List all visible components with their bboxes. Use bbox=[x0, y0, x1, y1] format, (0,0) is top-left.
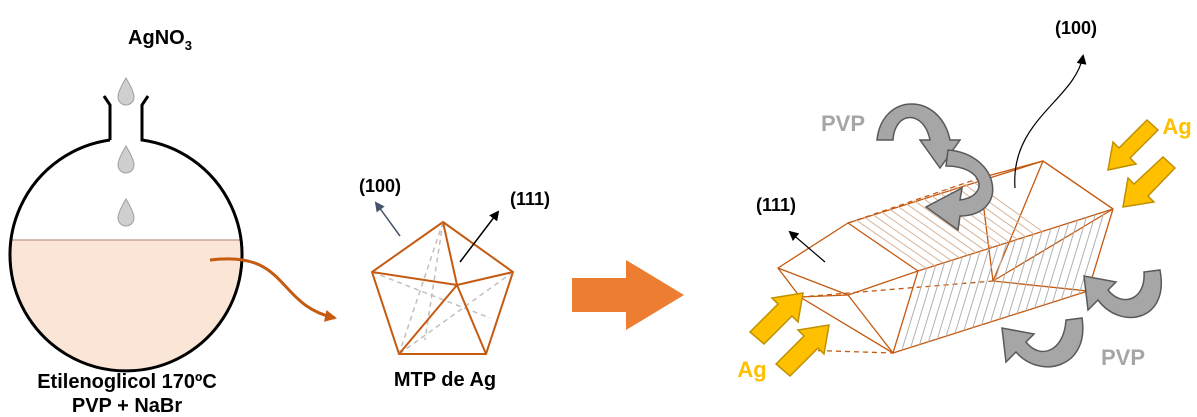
facet-line bbox=[1043, 222, 1070, 306]
wire-face-100-label: (100) bbox=[1055, 18, 1097, 38]
curved-block-arrow-icon bbox=[876, 103, 962, 170]
facet-line bbox=[913, 200, 985, 251]
pentagon-outline bbox=[370, 220, 515, 355]
facet-line bbox=[880, 211, 952, 261]
facet-line bbox=[963, 183, 1035, 235]
block-arrow-icon bbox=[774, 324, 830, 378]
facet-line bbox=[1025, 228, 1052, 311]
seed-caption: MTP de Ag bbox=[394, 369, 496, 391]
facet-line bbox=[945, 253, 972, 337]
block-arrow-icon bbox=[748, 292, 804, 346]
facet-line bbox=[1060, 217, 1087, 300]
curved-block-arrow-icon bbox=[924, 149, 994, 232]
face-100-pointer bbox=[374, 201, 401, 237]
reagent-label: AgNO3 bbox=[128, 27, 192, 53]
wire-face-111-label: (111) bbox=[756, 195, 796, 215]
facet-line bbox=[998, 237, 1025, 320]
wire-face-100-pointer bbox=[1014, 54, 1087, 189]
pvp-label-bottom: PVP bbox=[1101, 345, 1145, 370]
facet-line bbox=[1069, 214, 1096, 297]
seed-face-111-label: (111) bbox=[510, 189, 550, 209]
facet-line bbox=[927, 259, 954, 342]
additives-label: PVP + NaBr bbox=[72, 395, 182, 417]
facet-line bbox=[954, 251, 981, 334]
droplet-icon bbox=[117, 198, 135, 227]
facet-line bbox=[872, 214, 944, 264]
seed-face-100-label: (100) bbox=[359, 176, 401, 196]
facet-line bbox=[910, 265, 937, 348]
facet-line bbox=[901, 268, 928, 351]
wire-face-111-pointer bbox=[788, 230, 826, 263]
droplet-icon bbox=[117, 77, 135, 106]
facet-line bbox=[972, 245, 999, 328]
facet-line bbox=[963, 248, 990, 331]
facet-line bbox=[1078, 211, 1105, 294]
facet-line bbox=[954, 186, 1027, 238]
nanowire: (111) (100) bbox=[756, 18, 1114, 354]
facet-line bbox=[981, 242, 1008, 325]
ag-label-right: Ag bbox=[1162, 114, 1191, 139]
facet-line bbox=[897, 205, 969, 256]
facet-line bbox=[1034, 225, 1061, 309]
curved-arrow-icon bbox=[209, 257, 337, 322]
droplet-icon bbox=[117, 145, 135, 174]
flask: AgNO3 bbox=[8, 27, 244, 373]
visible-edges bbox=[371, 221, 514, 355]
right-arrow-icon bbox=[572, 260, 684, 330]
mtp-seed: (100) (111) MTP de Ag bbox=[359, 176, 550, 391]
facet-line bbox=[936, 256, 963, 340]
nanowire-facets bbox=[855, 180, 1105, 351]
facet-line bbox=[855, 219, 927, 269]
facet-line bbox=[1052, 220, 1079, 303]
flask-liquid bbox=[10, 240, 242, 371]
facet-line bbox=[1007, 234, 1034, 317]
curved-block-arrow-icon bbox=[1001, 317, 1084, 368]
curved-block-arrow-icon bbox=[1083, 269, 1163, 319]
facet-line bbox=[905, 202, 977, 253]
facet-line bbox=[990, 239, 1016, 323]
facet-line bbox=[1016, 231, 1043, 314]
facet-line bbox=[888, 208, 960, 259]
facet-line bbox=[864, 216, 935, 267]
block-arrow-icon bbox=[1122, 155, 1177, 208]
block-arrow-icon bbox=[1107, 118, 1160, 171]
pvp-label-top: PVP bbox=[821, 111, 865, 136]
solvent-label: Etilenoglicol 170ºC bbox=[37, 371, 217, 393]
ag-label-left: Ag bbox=[737, 357, 766, 382]
flask-outline bbox=[8, 95, 244, 373]
face-111-pointer bbox=[459, 210, 500, 263]
facet-line bbox=[919, 262, 946, 345]
